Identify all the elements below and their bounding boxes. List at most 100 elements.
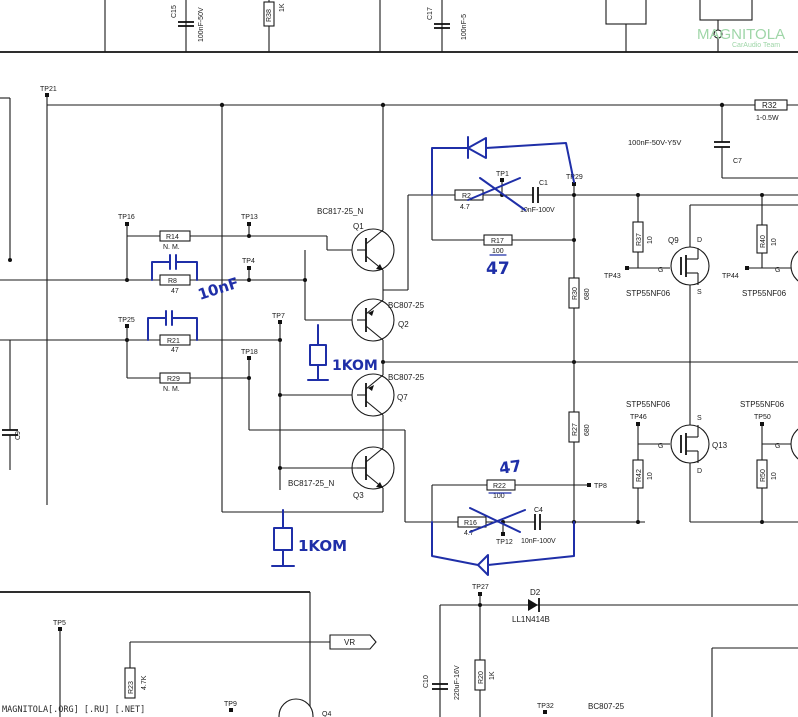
r14-value: N. M.	[163, 244, 180, 251]
added-resistor-q3: 1KOM	[271, 509, 347, 567]
r38-ref: R38	[266, 9, 273, 22]
q13b-pin-g: G	[775, 443, 780, 450]
q13-type: STP55NF06	[626, 400, 671, 409]
tp4-label: TP4	[242, 258, 255, 265]
q13b-type: STP55NF06	[740, 400, 785, 409]
r23-value: 4.7K	[141, 675, 148, 690]
r2-ref: R2	[462, 193, 471, 200]
r21-value: 47	[171, 347, 179, 354]
r23-ref: R23	[128, 681, 135, 694]
c9-ref: C9	[15, 431, 22, 440]
r20-value: 1K	[489, 671, 496, 680]
c4-ref: C4	[534, 507, 543, 514]
r17-value: 100	[492, 248, 504, 255]
r14-r8-cluster: TP16 R14 N. M. TP13 R8 47 TP4	[118, 214, 357, 321]
q9-pin-g: G	[658, 267, 663, 274]
q13-pin-s: S	[697, 415, 702, 422]
q13-pin-g: G	[658, 443, 663, 450]
tp18-label: TP18	[241, 349, 258, 356]
q9b-type: STP55NF06	[742, 289, 787, 298]
r42-ref: R42	[636, 469, 643, 482]
r21-ref: R21	[167, 338, 180, 345]
tp16-label: TP16	[118, 214, 135, 221]
c15-value: 100nF-50V	[198, 7, 205, 42]
tp9-label: TP9	[224, 701, 237, 708]
added-cap-r21	[147, 310, 198, 341]
q2-ref: Q2	[398, 320, 409, 329]
tp32-label: TP32	[537, 703, 554, 710]
tp13-label: TP13	[241, 214, 258, 221]
c10-value: 220uF-16V	[454, 665, 461, 700]
d2-ref: D2	[530, 588, 541, 597]
tp21-label: TP21	[40, 86, 57, 93]
c7-value: 100nF-50V-Y5V	[628, 138, 681, 147]
r22-value: 100	[493, 493, 505, 500]
mosfet-q13: TP46 R42 10 G S D Q13 STP55NF06	[626, 362, 798, 524]
q13-pin-d: D	[697, 468, 702, 475]
c4-value: 10nF-100V	[521, 538, 556, 545]
r37-ref: R37	[636, 233, 643, 246]
r32-value: 1-0.5W	[756, 115, 779, 122]
q7-type: BC807-25	[388, 373, 425, 382]
r22-new-value: 47	[498, 456, 523, 478]
q3-ref: Q3	[353, 491, 364, 500]
r17-new-value: 47	[486, 259, 510, 279]
mosfet-q9: R37 10 TP43 G D S Q9 STP55NF06	[604, 193, 798, 362]
tp43-label: TP43	[604, 273, 621, 280]
r8-value: 47	[171, 288, 179, 295]
r37-value: 10	[647, 236, 654, 244]
q9-ref: Q9	[668, 236, 679, 245]
transistor-q2: BC807-25 Q2	[351, 290, 425, 362]
watermark-sub: CarAudio Team	[732, 42, 780, 49]
upper-rail: TP21 R32 1-0.5W 100nF-50V-Y5V C7	[40, 86, 798, 512]
tp44-label: TP44	[722, 273, 739, 280]
cap-note: 10nF	[196, 274, 241, 304]
added-resistor-q2: 1KOM	[307, 324, 378, 381]
watermark-brand: MAGNITOLA	[697, 26, 785, 43]
tp5-label: TP5	[53, 620, 66, 627]
r27-value: 680	[584, 424, 591, 436]
transistor-q7: BC807-25 Q7	[351, 362, 425, 440]
added-diode-upper	[431, 136, 575, 196]
q4-ref: Q4	[322, 711, 331, 717]
q7-ref: Q7	[397, 393, 408, 402]
qbot-type: BC807-25	[588, 702, 625, 711]
q9-pin-s: S	[697, 289, 702, 296]
q3-type: BC817-25_N	[288, 479, 334, 488]
r42-value: 10	[647, 472, 654, 480]
r2-value: 4.7	[460, 204, 470, 211]
r50-value: 10	[771, 472, 778, 480]
r-q2-note: 1KOM	[332, 358, 378, 374]
c15-ref: C15	[171, 5, 178, 18]
tp50-label: TP50	[754, 414, 771, 421]
tp46-label: TP46	[630, 414, 647, 421]
c7-ref: C7	[733, 158, 742, 165]
r29-ref: R29	[167, 376, 180, 383]
r50-ref: R50	[760, 469, 767, 482]
footer-text: MAGNITOLA[.ORG] [.RU] [.NET]	[2, 705, 145, 715]
r16-value: 4.7	[464, 530, 474, 537]
added-cap-r8	[151, 254, 198, 281]
r27-ref: R27	[572, 423, 579, 436]
r16-ref: R16	[464, 520, 477, 527]
vr-label: VR	[344, 638, 355, 647]
tp27-label: TP27	[472, 584, 489, 591]
tp7-label: TP7	[272, 313, 285, 320]
tp29-label: TP29	[566, 174, 583, 181]
bottom-section: TP27 D2 LL1N414B R20 1K C10 220uF-16V VR…	[0, 584, 798, 717]
top-strip: C15 100nF-50V R38 1K C17 100nF-5 MAGNITO…	[0, 0, 798, 53]
r-q3-note: 1KOM	[298, 537, 347, 555]
mosfet-q9b: R40 10 TP44 G STP55NF06	[722, 193, 798, 298]
tp12-label: TP12	[496, 539, 513, 546]
tp1-label: TP1	[496, 171, 509, 178]
c17-value: 100nF-5	[461, 14, 468, 40]
resistor-r30: R30 680	[568, 277, 591, 412]
transistor-q3: BC817-25_N Q3	[222, 440, 395, 513]
c1-ref: C1	[539, 180, 548, 187]
lower-gate-network: R22 100 TP8 47 R16 4.7 C4 10nF-100V TP12	[431, 456, 645, 576]
resistor-r27: R27 680	[568, 411, 591, 540]
r40-value: 10	[771, 238, 778, 246]
r29-value: N. M.	[163, 386, 180, 393]
q9b-pin-g: G	[775, 267, 780, 274]
r8-ref: R8	[168, 278, 177, 285]
